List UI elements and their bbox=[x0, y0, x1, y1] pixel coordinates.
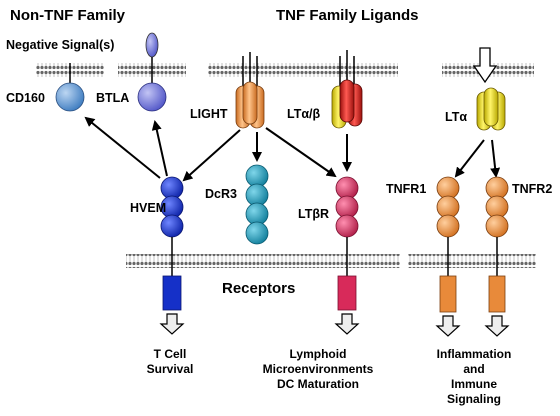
outcome-lymphoid-line1: Lymphoid bbox=[290, 347, 347, 361]
dcr3-receptor bbox=[245, 164, 269, 245]
lt-alpha-ligand bbox=[472, 47, 506, 131]
tnfr2-label: TNFR2 bbox=[512, 182, 552, 196]
arrow-hvem-to-btla bbox=[151, 120, 168, 177]
membrane-bottom-main bbox=[126, 254, 400, 268]
signal-arrow-ltbr-icon bbox=[334, 313, 360, 335]
arrow-hvem-to-cd160 bbox=[84, 116, 161, 179]
hvem-receptor bbox=[160, 176, 184, 311]
dcr3-label: DcR3 bbox=[205, 187, 237, 201]
cd160-label: CD160 bbox=[6, 91, 45, 105]
btla-domain bbox=[137, 82, 167, 112]
light-ligand bbox=[235, 52, 265, 129]
lt-alpha-beta-label: LTα/β bbox=[287, 107, 321, 121]
secretion-arrow-icon bbox=[472, 47, 498, 84]
outcome-lymphoid-line3: DC Maturation bbox=[277, 377, 359, 391]
outcome-tcell-line1: T Cell bbox=[154, 347, 187, 361]
tnfr1-label: TNFR1 bbox=[386, 182, 426, 196]
negative-signal-oval bbox=[145, 32, 159, 58]
membrane-top-tnf bbox=[208, 63, 398, 77]
negative-signal-label: Negative Signal(s) bbox=[6, 38, 114, 52]
outcome-tcell-line2: Survival bbox=[147, 362, 194, 376]
membrane-bottom-tnfr bbox=[408, 254, 536, 268]
tnfr1-receptor bbox=[436, 176, 460, 313]
arrow-lta-to-tnfr1 bbox=[454, 139, 485, 178]
receptors-label: Receptors bbox=[222, 280, 295, 297]
arrow-light-to-hvem bbox=[182, 129, 241, 182]
outcome-inflammation-line3: Immune bbox=[451, 377, 497, 391]
ltbr-label: LTβR bbox=[298, 207, 329, 221]
signal-arrow-tnfr1-icon bbox=[435, 315, 461, 337]
outcome-lymphoid-line2: Microenvironments bbox=[263, 362, 374, 376]
ltbr-receptor bbox=[335, 176, 359, 311]
signal-arrow-tnfr2-icon bbox=[484, 315, 510, 337]
cd160-domain bbox=[55, 82, 85, 112]
outcome-inflammation-line4: Signaling bbox=[447, 392, 501, 406]
lt-alpha-beta-ligand bbox=[331, 50, 363, 129]
btla-label: BTLA bbox=[96, 91, 129, 105]
tnfr2-receptor bbox=[485, 176, 509, 313]
outcome-inflammation-line1: Inflammation bbox=[437, 347, 512, 361]
arrow-light-to-ltbr bbox=[265, 127, 337, 178]
hvem-label: HVEM bbox=[130, 201, 166, 215]
non-tnf-family-header: Non-TNF Family bbox=[10, 7, 126, 24]
signal-arrow-hvem-icon bbox=[159, 313, 185, 335]
light-label: LIGHT bbox=[190, 107, 228, 121]
tnf-family-ligands-header: TNF Family Ligands bbox=[276, 7, 419, 24]
arrow-lta-to-tnfr2 bbox=[490, 139, 501, 178]
outcome-inflammation-line2: and bbox=[463, 362, 484, 376]
lt-alpha-label: LTα bbox=[445, 110, 467, 124]
